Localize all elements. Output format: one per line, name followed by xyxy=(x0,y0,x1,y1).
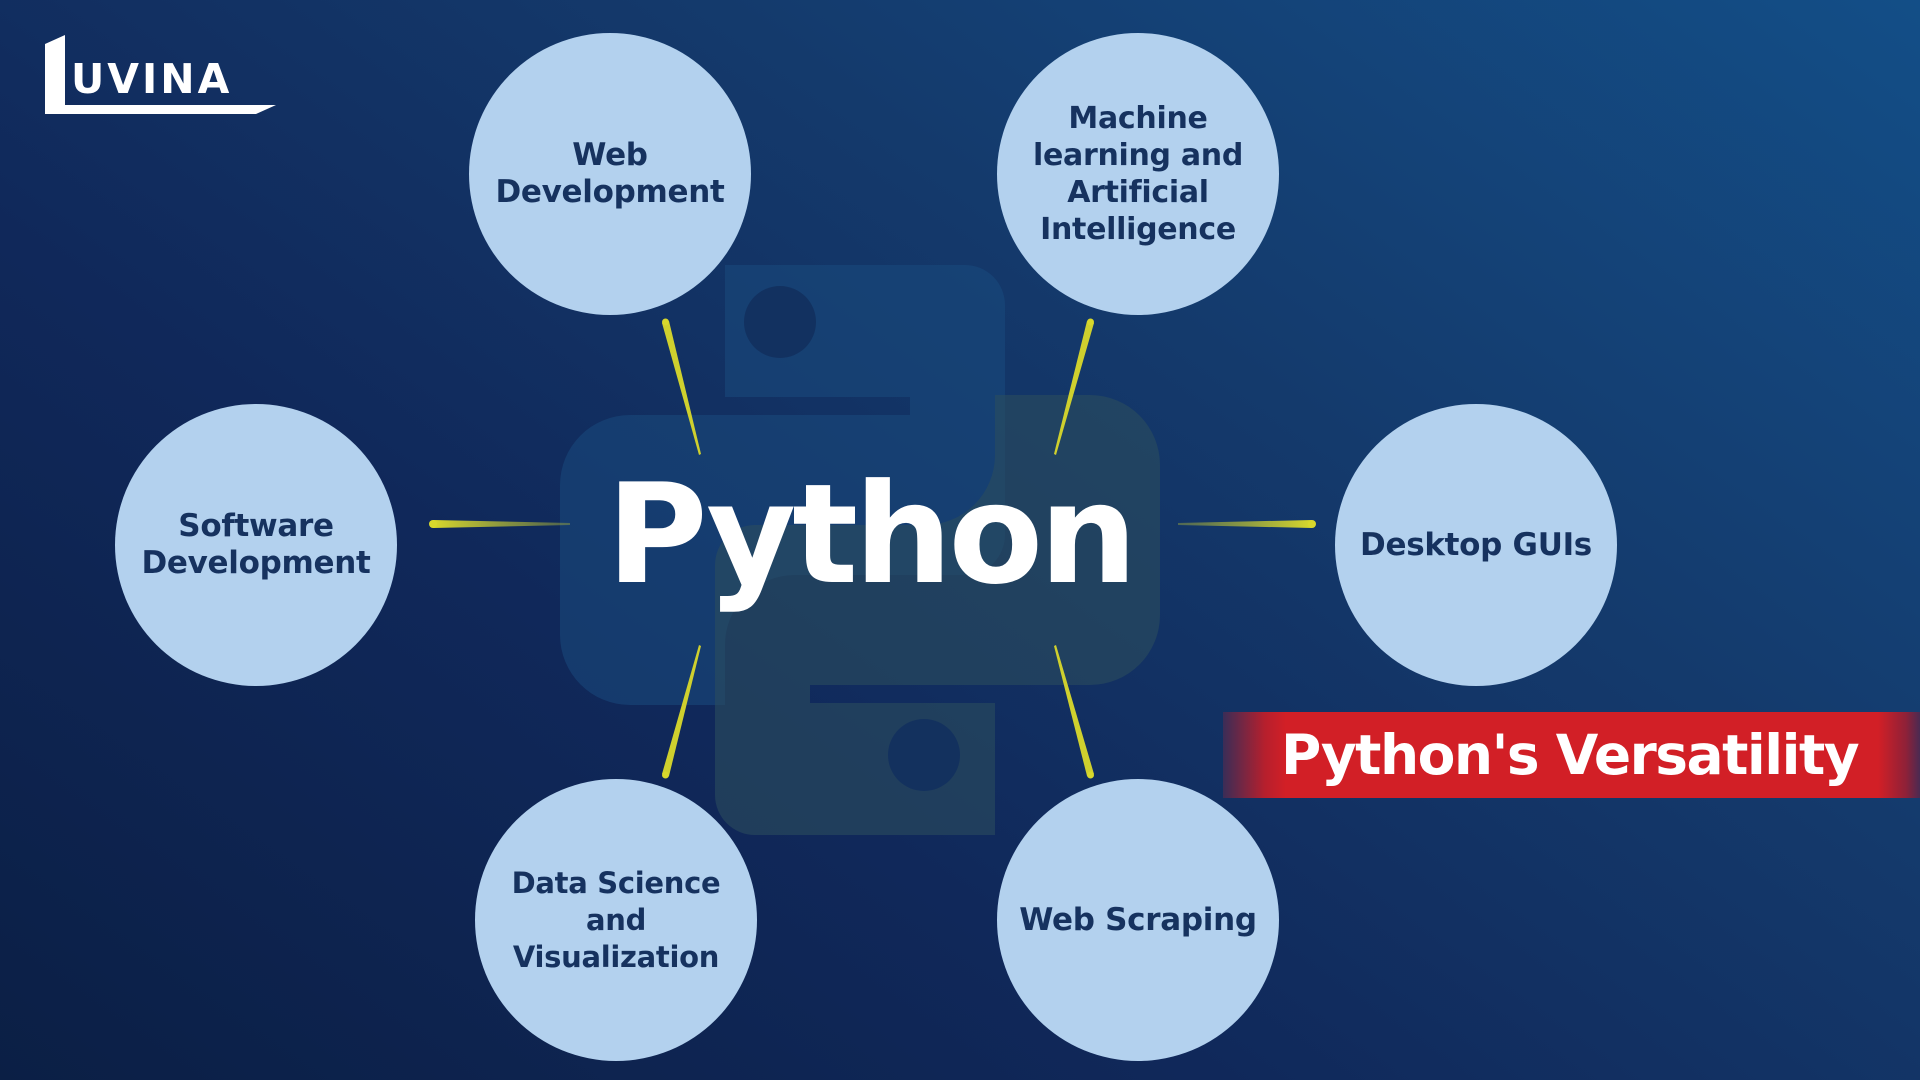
luvina-logo: UVINA xyxy=(44,34,276,116)
topic-data-science-visualization[interactable]: Data Science and Visualization xyxy=(475,779,757,1061)
topic-desktop-guis[interactable]: Desktop GUIs xyxy=(1335,404,1617,686)
topic-label: Data Science and Visualization xyxy=(511,865,721,974)
topic-software-development[interactable]: Software Development xyxy=(115,404,397,686)
topic-web-scraping[interactable]: Web Scraping xyxy=(997,779,1279,1061)
banner-title: Python's Versatility xyxy=(1281,723,1860,787)
connector-right xyxy=(1178,520,1312,528)
topic-label: Software Development xyxy=(141,508,371,581)
topic-label: Desktop GUIs xyxy=(1360,526,1592,563)
luvina-logo-mark-icon xyxy=(45,35,276,114)
center-title: Python xyxy=(606,454,1138,615)
topic-label: Web Scraping xyxy=(1019,901,1257,938)
topic-label: Web Development xyxy=(495,137,725,210)
topic-web-development[interactable]: Web Development xyxy=(469,33,751,315)
versatility-banner: Python's Versatility xyxy=(1223,712,1920,798)
topic-machine-learning-ai[interactable]: Machine learning and Artificial Intellig… xyxy=(997,33,1279,315)
topic-label: Machine learning and Artificial Intellig… xyxy=(1032,101,1244,247)
brand-name: UVINA xyxy=(71,55,233,103)
python-logo-icon xyxy=(560,265,1160,835)
